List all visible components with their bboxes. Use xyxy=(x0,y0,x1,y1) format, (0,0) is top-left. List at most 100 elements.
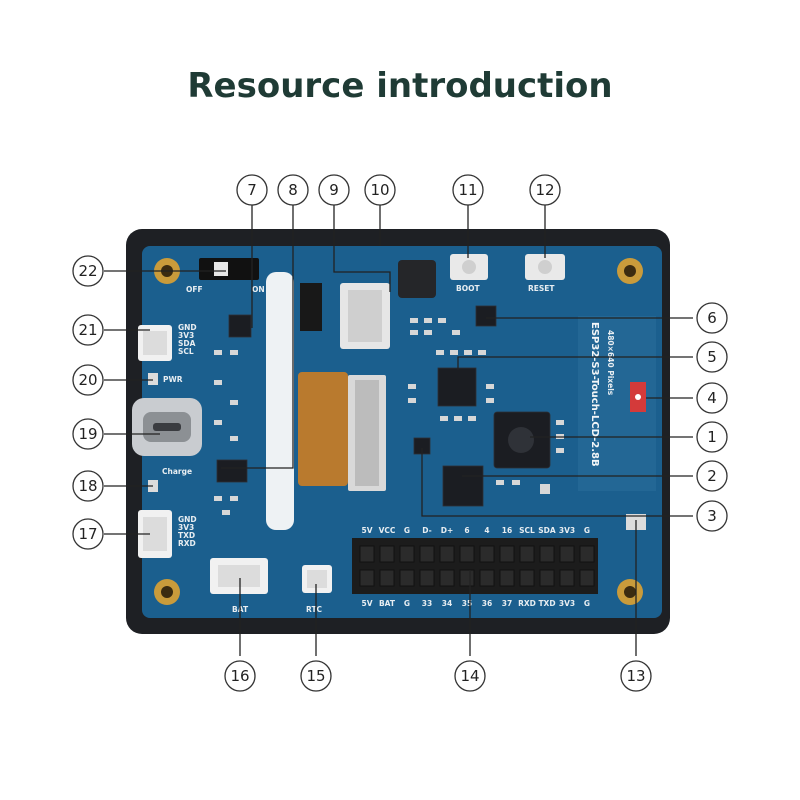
header-top-label: D- xyxy=(422,526,431,535)
callout-11: 11 xyxy=(452,174,484,206)
header-pin[interactable] xyxy=(379,569,395,587)
callout-2: 2 xyxy=(696,460,728,492)
header-pin[interactable] xyxy=(519,545,535,563)
svg-text:11: 11 xyxy=(458,181,477,199)
svg-text:13: 13 xyxy=(626,667,645,685)
callout-17: 17 xyxy=(72,518,104,550)
header-pin[interactable] xyxy=(479,545,495,563)
header-top-label: G xyxy=(404,526,410,535)
board-slot xyxy=(266,272,294,530)
callout-21: 21 xyxy=(72,314,104,346)
callout-20: 20 xyxy=(72,364,104,396)
header-pin[interactable] xyxy=(559,545,575,563)
camera-connector[interactable] xyxy=(300,283,390,349)
uart-pin-label: 3V3 xyxy=(178,523,194,532)
callout-16: 16 xyxy=(224,660,256,692)
callout-6: 6 xyxy=(696,302,728,334)
header-top-label: 4 xyxy=(484,526,489,535)
header-pin[interactable] xyxy=(499,545,515,563)
i2c-pin-label: SDA xyxy=(178,339,196,348)
callouts: 1 2 3 4 5 6 7 8 9 10 11 12 13 14 15 16 1… xyxy=(72,174,728,692)
callout-19: 19 xyxy=(72,418,104,450)
header-pin[interactable] xyxy=(519,569,535,587)
header-pin[interactable] xyxy=(559,569,575,587)
callout-9: 9 xyxy=(318,174,350,206)
callout-15: 15 xyxy=(300,660,332,692)
header-bottom-label: BAT xyxy=(379,599,396,608)
header-bottom-label: 34 xyxy=(442,599,452,608)
header-pin[interactable] xyxy=(539,545,555,563)
header-pin[interactable] xyxy=(479,569,495,587)
power-switch[interactable]: OFF ON xyxy=(186,258,265,294)
psram-chip xyxy=(437,367,477,407)
header-pin[interactable] xyxy=(499,569,515,587)
uart-pin-label: RXD xyxy=(178,539,196,548)
header-pin[interactable] xyxy=(419,545,435,563)
header-top-label: SCL xyxy=(519,526,535,535)
callout-18: 18 xyxy=(72,470,104,502)
i2c-pin-label: SCL xyxy=(178,347,194,356)
header-bottom-label: G xyxy=(584,599,590,608)
svg-text:5: 5 xyxy=(707,348,717,366)
header-pin[interactable] xyxy=(439,545,455,563)
switch-on-label: ON xyxy=(252,285,265,294)
header-top-label: 6 xyxy=(464,526,469,535)
usb-c-port[interactable] xyxy=(132,398,202,456)
svg-text:14: 14 xyxy=(460,667,479,685)
svg-text:10: 10 xyxy=(370,181,389,199)
header-top-label: G xyxy=(584,526,590,535)
boot-label: BOOT xyxy=(456,284,480,293)
switch-off-label: OFF xyxy=(186,285,203,294)
header-top-label: D+ xyxy=(441,526,454,535)
header-pin[interactable] xyxy=(419,569,435,587)
svg-text:2: 2 xyxy=(707,467,717,485)
uart-pin-label: TXD xyxy=(178,531,195,540)
header-pin[interactable] xyxy=(439,569,455,587)
header-pin[interactable] xyxy=(399,545,415,563)
rtc-label: RTC xyxy=(306,605,323,614)
header-pin[interactable] xyxy=(579,545,595,563)
header-bottom-label: 35 xyxy=(462,599,472,608)
boot-button[interactable]: BOOT xyxy=(450,254,488,293)
header-bottom-label: 3V3 xyxy=(559,599,575,608)
power-led: PWR xyxy=(148,373,183,385)
i2c-pin-label: 3V3 xyxy=(178,331,194,340)
header-bottom-label: 37 xyxy=(502,599,512,608)
header-pin[interactable] xyxy=(359,545,375,563)
header-pin[interactable] xyxy=(459,545,475,563)
callout-14: 14 xyxy=(454,660,486,692)
audio-codec-chip xyxy=(475,305,497,327)
espressif-logo-icon xyxy=(508,427,534,453)
header-pin[interactable] xyxy=(579,569,595,587)
page-title: Resource introduction xyxy=(187,66,613,106)
svg-text:4: 4 xyxy=(707,389,717,407)
reset-button[interactable]: RESET xyxy=(525,254,565,293)
callout-1: 1 xyxy=(696,421,728,453)
svg-text:22: 22 xyxy=(78,262,97,280)
i2c-pin-label: GND xyxy=(178,323,197,332)
lcd-fpc-connector xyxy=(298,372,386,491)
svg-text:9: 9 xyxy=(329,181,339,199)
board-model-label: ESP32-S3-Touch-LCD-2.8B xyxy=(589,322,600,467)
callout-22: 22 xyxy=(72,255,104,287)
header-pin[interactable] xyxy=(359,569,375,587)
svg-text:12: 12 xyxy=(535,181,554,199)
leader-lines xyxy=(104,205,693,656)
rtc-connector[interactable]: RTC xyxy=(302,565,332,614)
svg-text:20: 20 xyxy=(78,371,97,389)
header-top-label: SDA xyxy=(538,526,556,535)
header-top-label: 16 xyxy=(502,526,512,535)
header-pin[interactable] xyxy=(459,569,475,587)
callout-4: 4 xyxy=(696,382,728,414)
header-pin[interactable] xyxy=(379,545,395,563)
header-pin[interactable] xyxy=(399,569,415,587)
header-pin[interactable] xyxy=(539,569,555,587)
svg-text:19: 19 xyxy=(78,425,97,443)
pwr-label: PWR xyxy=(163,375,183,384)
uart-pin-label: GND xyxy=(178,515,197,524)
svg-text:7: 7 xyxy=(247,181,257,199)
header-top-label: 5V xyxy=(361,526,372,535)
